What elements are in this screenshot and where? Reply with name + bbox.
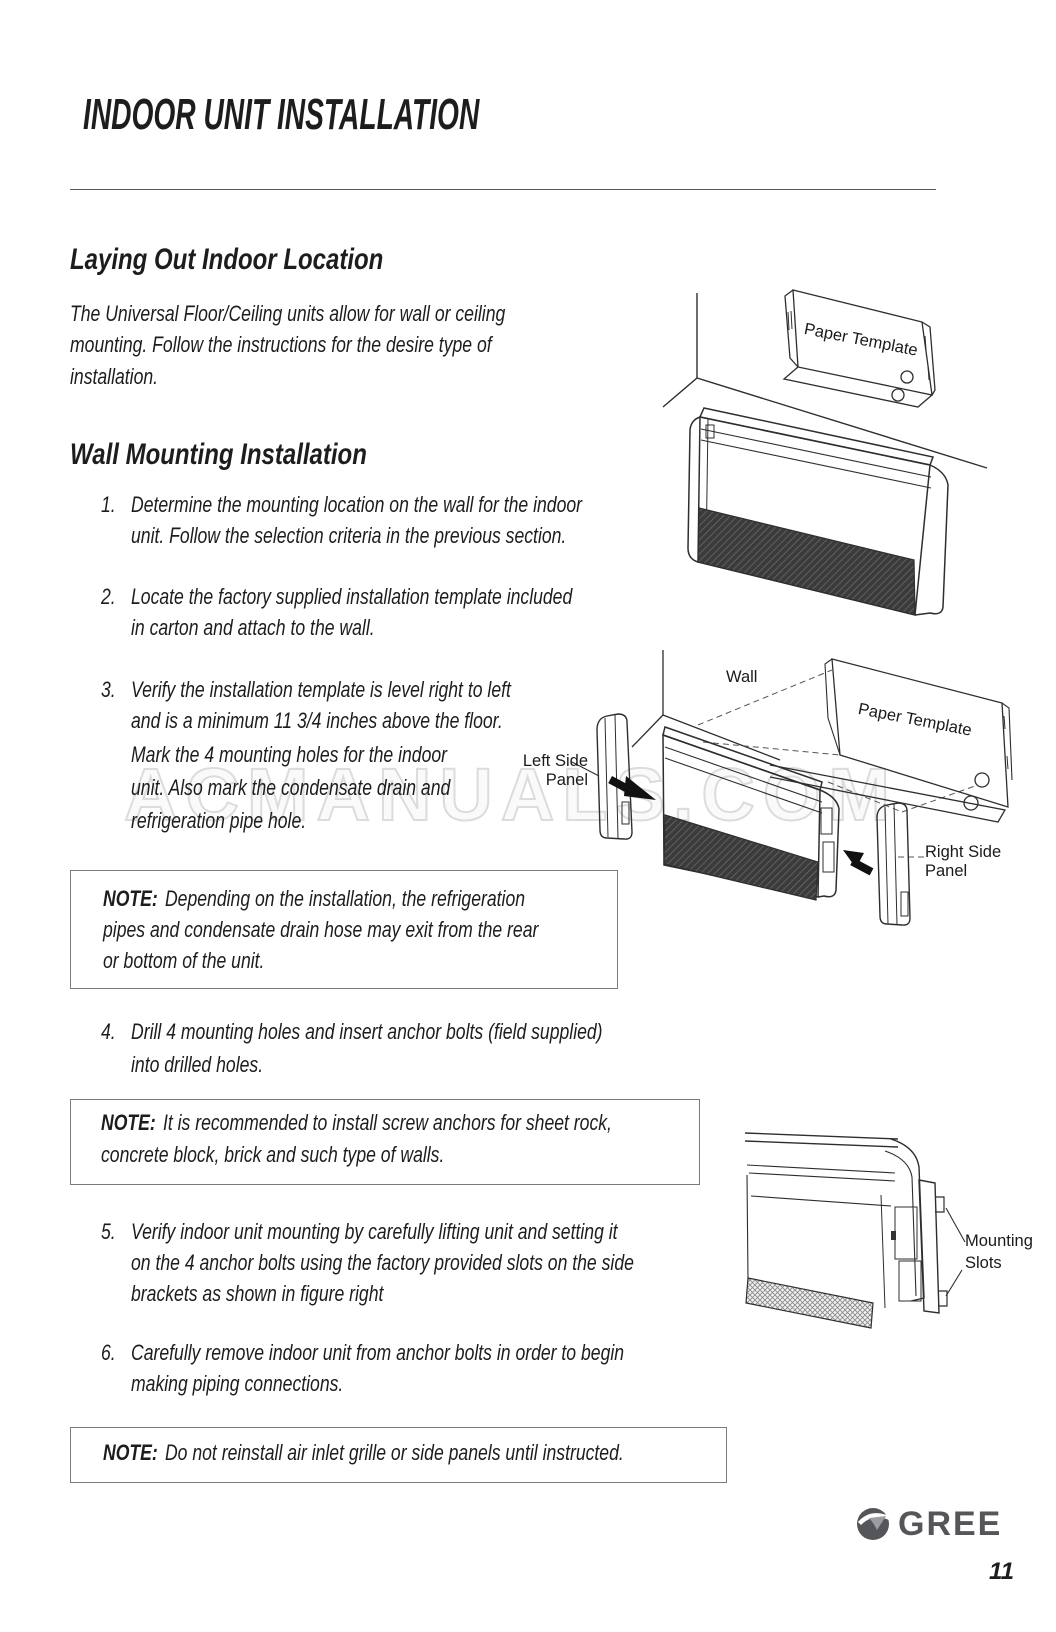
paragraph-line: mounting. Follow the instructions for th… bbox=[70, 332, 492, 357]
note-label: NOTE: bbox=[101, 1110, 156, 1135]
step-line: into drilled holes. bbox=[131, 1052, 264, 1077]
watermark: ACMANUALS.COM bbox=[123, 752, 899, 837]
note-text-line: NOTE:Do not reinstall air inlet grille o… bbox=[103, 1440, 624, 1465]
page-title: INDOOR UNIT INSTALLATION bbox=[83, 90, 480, 139]
step-line: making piping connections. bbox=[131, 1371, 344, 1396]
paragraph-line: The Universal Floor/Ceiling units allow … bbox=[70, 301, 506, 326]
note-text-line: concrete block, brick and such type of w… bbox=[101, 1142, 445, 1167]
step-line: Verify indoor unit mounting by carefully… bbox=[131, 1219, 618, 1244]
step-number: 6. bbox=[101, 1340, 116, 1365]
step-line: Verify the installation template is leve… bbox=[131, 677, 511, 702]
step-number: 4. bbox=[101, 1019, 116, 1044]
left-side-panel-label: Left Side Panel bbox=[522, 752, 588, 789]
note-box bbox=[70, 870, 618, 989]
note-text-line: or bottom of the unit. bbox=[103, 948, 265, 973]
step-line: Drill 4 mounting holes and insert anchor… bbox=[131, 1019, 603, 1044]
left-side-panel-drawing bbox=[571, 713, 633, 840]
note-label: NOTE: bbox=[103, 886, 158, 911]
paper-template-drawing bbox=[782, 289, 936, 408]
note-text-line: NOTE:Depending on the installation, the … bbox=[103, 886, 526, 911]
step-line: brackets as shown in figure right bbox=[131, 1281, 384, 1306]
step-line: unit. Follow the selection criteria in t… bbox=[131, 523, 567, 548]
note-label: NOTE: bbox=[103, 1440, 158, 1465]
note-box bbox=[70, 1099, 700, 1185]
brand-wordmark: GREE bbox=[898, 1505, 1003, 1543]
step-line: in carton and attach to the wall. bbox=[131, 615, 375, 640]
wall-corner-lines bbox=[662, 293, 988, 469]
arrow-icon bbox=[608, 775, 656, 800]
step-number: 1. bbox=[101, 492, 116, 517]
section-heading-laying-out: Laying Out Indoor Location bbox=[70, 243, 384, 276]
step-line: on the 4 anchor bolts using the factory … bbox=[131, 1250, 634, 1275]
step-number: 2. bbox=[101, 584, 116, 609]
page-number: 11 bbox=[989, 1558, 1014, 1585]
wall-corner-lines bbox=[631, 650, 781, 761]
step-line: Carefully remove indoor unit from anchor… bbox=[131, 1340, 625, 1365]
indoor-unit-drawing bbox=[662, 726, 840, 901]
step-line: Mark the 4 mounting holes for the indoor bbox=[131, 742, 448, 767]
paragraph-line: installation. bbox=[70, 364, 159, 389]
note-box bbox=[70, 1427, 727, 1483]
paper-template-drawing bbox=[769, 658, 1013, 823]
step-number: 3. bbox=[101, 677, 116, 702]
arrow-icon bbox=[843, 850, 874, 876]
gree-logo-icon bbox=[857, 1508, 889, 1540]
step-line: Determine the mounting location on the w… bbox=[131, 492, 583, 517]
label-leader-lines bbox=[945, 1207, 966, 1297]
indoor-unit-drawing bbox=[687, 407, 949, 616]
step-line: Locate the factory supplied installation… bbox=[131, 584, 573, 609]
figure-side-panels-exploded bbox=[571, 650, 1013, 926]
step-line: and is a minimum 11 3/4 inches above the… bbox=[131, 708, 503, 733]
figure-mounting-slots-closeup bbox=[744, 1132, 966, 1329]
divider-line bbox=[70, 189, 936, 190]
right-side-panel-label: Right Side Panel bbox=[925, 843, 1002, 880]
indoor-unit-drawing bbox=[744, 1132, 925, 1329]
figure-wall-template-overview bbox=[662, 289, 988, 616]
alignment-dashed-lines bbox=[697, 669, 976, 858]
step-line: unit. Also mark the condensate drain and bbox=[131, 775, 451, 800]
note-text-line: NOTE:It is recommended to install screw … bbox=[101, 1110, 612, 1135]
step-line: refrigeration pipe hole. bbox=[131, 808, 307, 833]
section-heading-wall-mounting: Wall Mounting Installation bbox=[70, 438, 367, 471]
right-side-panel-drawing bbox=[876, 802, 911, 926]
mounting-bracket-drawing bbox=[918, 1179, 948, 1314]
note-text-line: pipes and condensate drain hose may exit… bbox=[103, 917, 539, 942]
mounting-slots-label: Mounting Slots bbox=[965, 1232, 1033, 1272]
wall-label: Wall bbox=[726, 668, 758, 686]
step-number: 5. bbox=[101, 1219, 116, 1244]
